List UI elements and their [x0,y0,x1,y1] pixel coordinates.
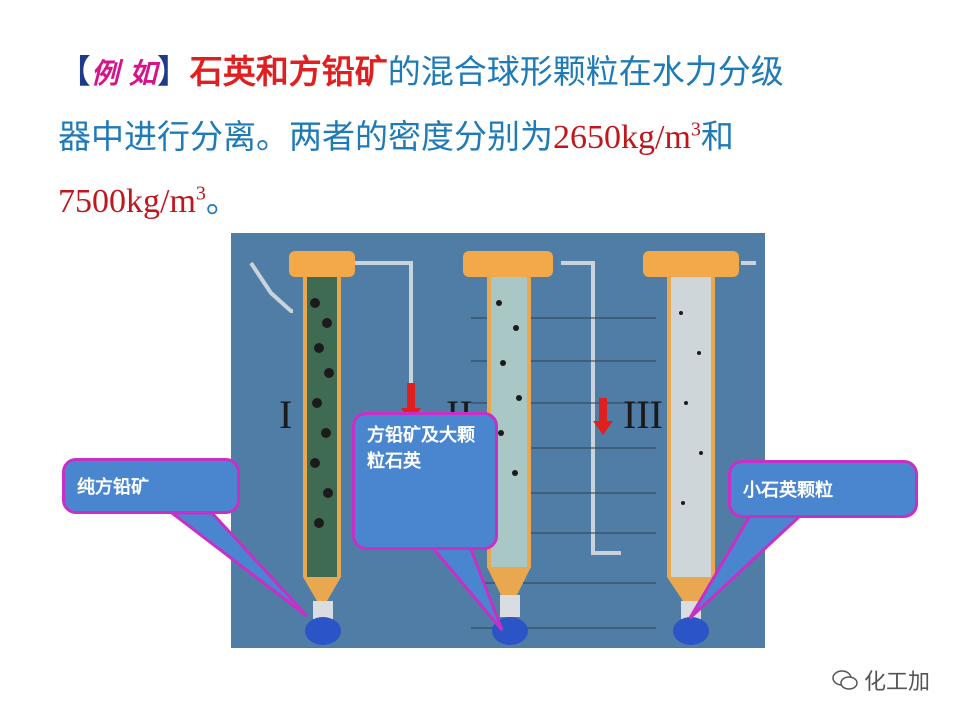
column-label-1: I [279,392,292,437]
wechat-icon [832,670,858,690]
pipes [249,261,756,555]
callout-mixed: 方铅矿及大颗粒石英 [352,412,522,632]
and-word: 和 [700,117,734,156]
classifier-svg: I II III [231,233,765,648]
classifier-diagram: I II III [231,233,765,648]
problem-text: 【例 如】石英和方铅矿的混合球形颗粒在水力分级 器中进行分离。两者的密度分别为2… [58,40,918,233]
callout-bubble-2: 方铅矿及大颗粒石英 [352,412,498,550]
bracket-close: 】 [156,52,190,91]
sentence-end: 。 [205,181,239,220]
density-quartz: 2650kg/m3 [553,118,701,156]
line2-text: 器中进行分离。两者的密度分别为 [58,117,553,156]
watermark: 化工加 [832,664,930,696]
density-galena: 7500kg/m3 [58,182,206,220]
example-label: 例 如 [91,57,157,90]
line1-rest: 的混合球形颗粒在水力分级 [387,52,784,91]
callout-small-quartz: 小石英颗粒 [688,460,930,620]
callout-bubble-3: 小石英颗粒 [728,460,918,518]
watermark-text: 化工加 [863,670,930,695]
callout-pure-galena: 纯方铅矿 [62,458,312,618]
particles [310,298,703,528]
highlight-materials: 石英和方铅矿 [189,52,388,91]
column-label-3: III [623,392,663,437]
column-3 [643,251,739,645]
bracket-open: 【 [58,52,91,91]
callout-bubble-1: 纯方铅矿 [62,458,240,514]
